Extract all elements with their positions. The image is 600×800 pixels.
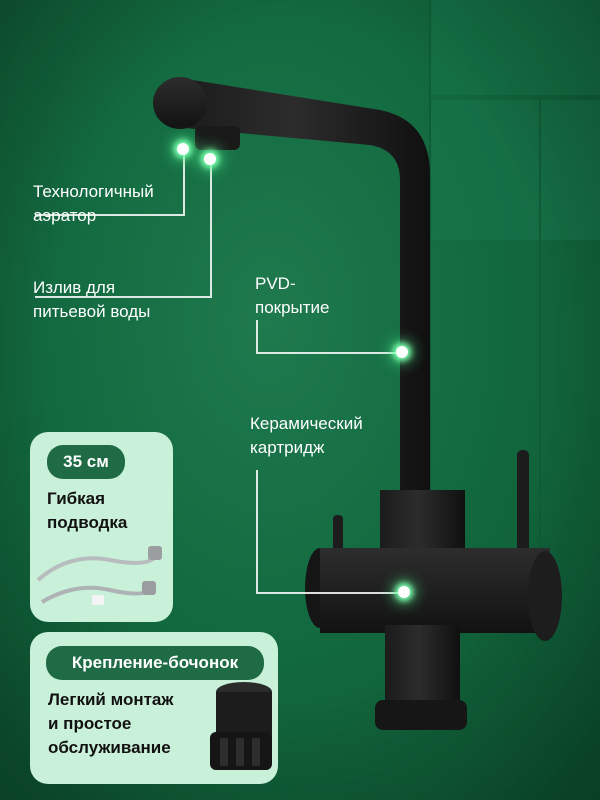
- pvd-coating-label: PVD- покрытие: [255, 274, 330, 317]
- spout-point: [204, 153, 216, 165]
- hose-image: [36, 546, 162, 605]
- mount-nut-image: [210, 682, 272, 770]
- mount-badge: Крепление-бочонок: [46, 646, 264, 680]
- pvd-point: [396, 346, 408, 358]
- aerator-leader: [35, 150, 185, 216]
- hose-title: Гибкая подводка: [47, 489, 128, 532]
- mount-card: Крепление-бочонок Легкий монтаж и просто…: [30, 632, 278, 784]
- cartridge-point: [398, 586, 410, 598]
- ceramic-cartridge-label: Керамический картридж: [250, 414, 363, 457]
- mount-description: Легкий монтаж и простое обслуживание: [48, 690, 174, 757]
- pvd-leader: [256, 320, 404, 354]
- aerator-label: Технологичный аэратор: [33, 182, 154, 225]
- aerator-point: [177, 143, 189, 155]
- drinking-spout-label: Излив для питьевой воды: [33, 278, 151, 321]
- cartridge-leader: [256, 470, 406, 594]
- hose-length-badge: 35 см: [47, 445, 125, 479]
- hose-card: 35 см Гибкая подводка: [30, 432, 173, 622]
- spout-leader: [35, 160, 212, 298]
